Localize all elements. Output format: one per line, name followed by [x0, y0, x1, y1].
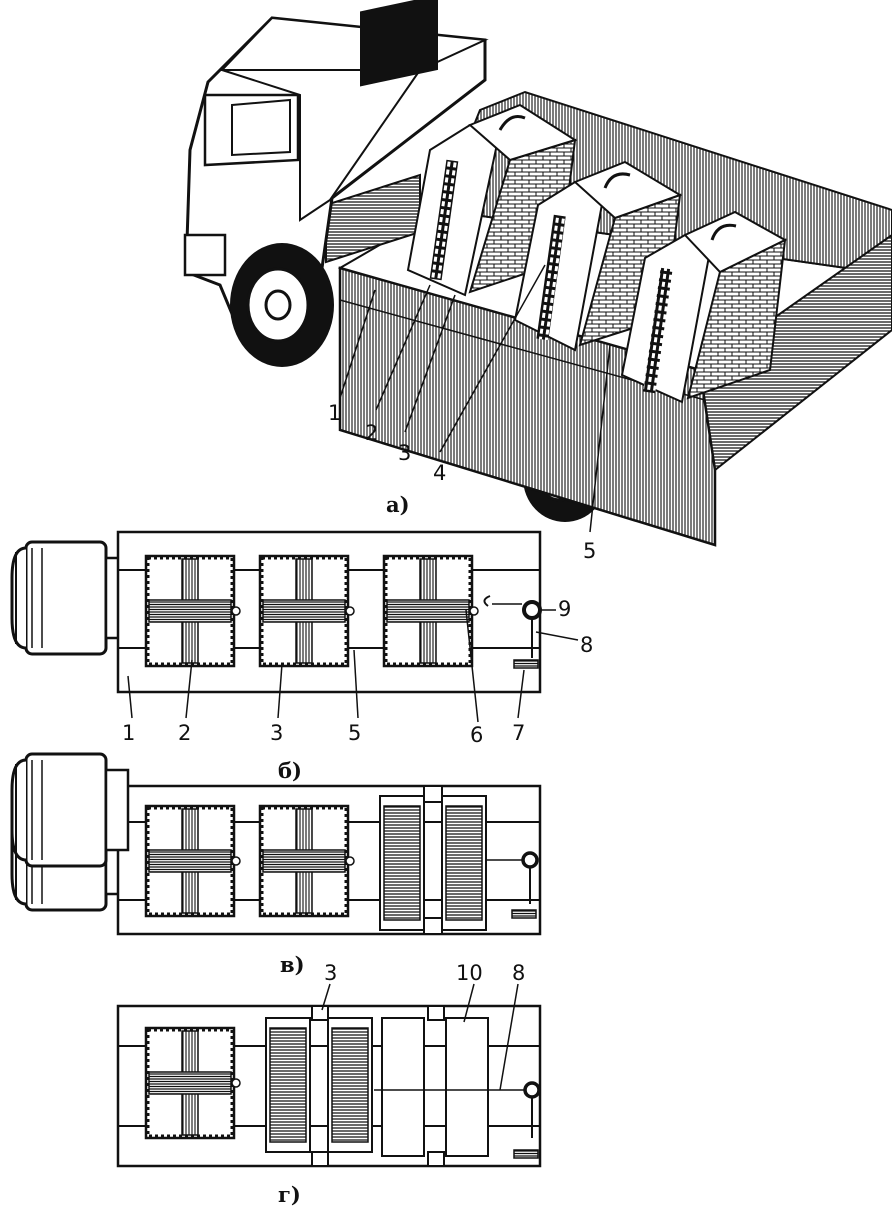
callout-9: 9	[558, 597, 571, 621]
callout-2: 2	[178, 721, 191, 745]
callout-3: 3	[324, 961, 337, 985]
view-a-truck-perspective: 1 2 3 4 5 а)	[183, 0, 892, 563]
callout-6: 6	[470, 723, 483, 747]
callout-7: 7	[512, 721, 525, 745]
cargo-stack-middle	[513, 160, 683, 352]
callout-1: 1	[328, 401, 341, 425]
callout-4: 4	[433, 461, 446, 485]
caption-view-v: в)	[280, 952, 305, 977]
callout-5: 5	[583, 539, 596, 563]
callout-8: 8	[580, 633, 593, 657]
caption-view-g: г)	[278, 1182, 301, 1207]
view-v-top-view: в)	[10, 784, 542, 977]
callout-10: 10	[456, 961, 483, 985]
caption-view-a: а)	[386, 492, 410, 517]
caption-view-b: б)	[278, 758, 302, 783]
cargo-stack-rear	[620, 210, 788, 404]
callout-3: 3	[398, 441, 411, 465]
view-g-top-view: 3 10 8 г)	[10, 752, 542, 1207]
callout-2: 2	[365, 421, 378, 445]
view-b-top-view: 1 2 3 5 6 7 8 9 б)	[10, 530, 593, 783]
callout-3: 3	[270, 721, 283, 745]
callout-5: 5	[348, 721, 361, 745]
callout-1: 1	[122, 721, 135, 745]
callout-8: 8	[512, 961, 525, 985]
